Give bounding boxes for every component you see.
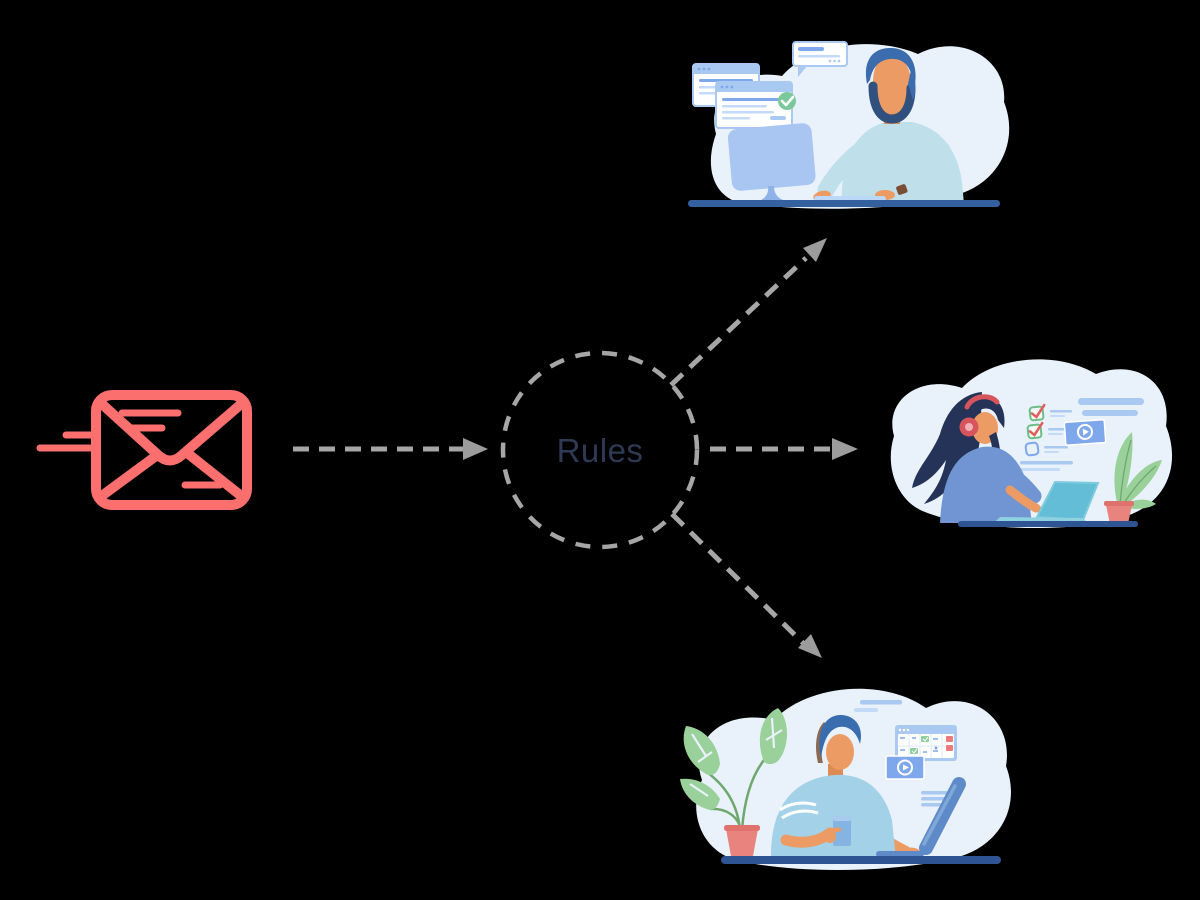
envelope-fold-left [98,451,161,500]
arrow-rules-to-bottom-line [670,512,805,645]
check-circle-icon [778,92,796,110]
arrow-heads [463,238,858,658]
envelope-body [91,390,252,510]
keyboard [876,851,924,857]
plant-pot [1106,505,1132,524]
chat-bubble-icon [792,41,848,77]
potted-plant [1104,432,1162,524]
sleeve-stripes [779,801,819,820]
ui-line [854,708,878,712]
hair [819,714,862,758]
video-player-icon [1063,418,1107,446]
arrow-lines [293,256,832,645]
arrowhead-rules-to-middle [832,438,858,460]
rules-dashed-circle [500,350,700,550]
calendar-icon [895,725,957,761]
rules-node: Rules [500,350,700,550]
browser-window-icon [715,81,793,129]
arrowhead-email-to-rules [463,438,488,460]
rules-label: Rules [557,432,644,469]
face [826,734,854,770]
ui-line [860,700,902,705]
watch [896,184,908,195]
illustration-agent-top [688,41,1010,209]
monstera-plant [680,708,787,856]
video-player-icon [885,755,925,780]
person-agent-middle [912,392,1060,523]
arrowhead-rules-to-bottom [798,634,822,658]
speeding-email-icon [36,390,252,510]
arrow-rules-to-top-line [669,256,808,387]
envelope-fold-right [181,447,245,500]
hair [865,47,916,84]
beard [868,81,916,124]
checklist-icon [1020,398,1144,471]
face [873,56,911,114]
cup [833,816,851,846]
arrowhead-rules-to-top [803,238,827,262]
headphones-band [964,394,1000,410]
desk [688,200,1000,207]
illustration-agent-bottom [680,688,1011,870]
desk [958,521,1138,527]
person-agent-top [813,47,964,204]
bangs [969,397,1005,428]
illustration-agent-middle [890,359,1173,529]
finger [828,827,841,834]
desk [721,856,1001,864]
plant-pot [726,829,758,856]
